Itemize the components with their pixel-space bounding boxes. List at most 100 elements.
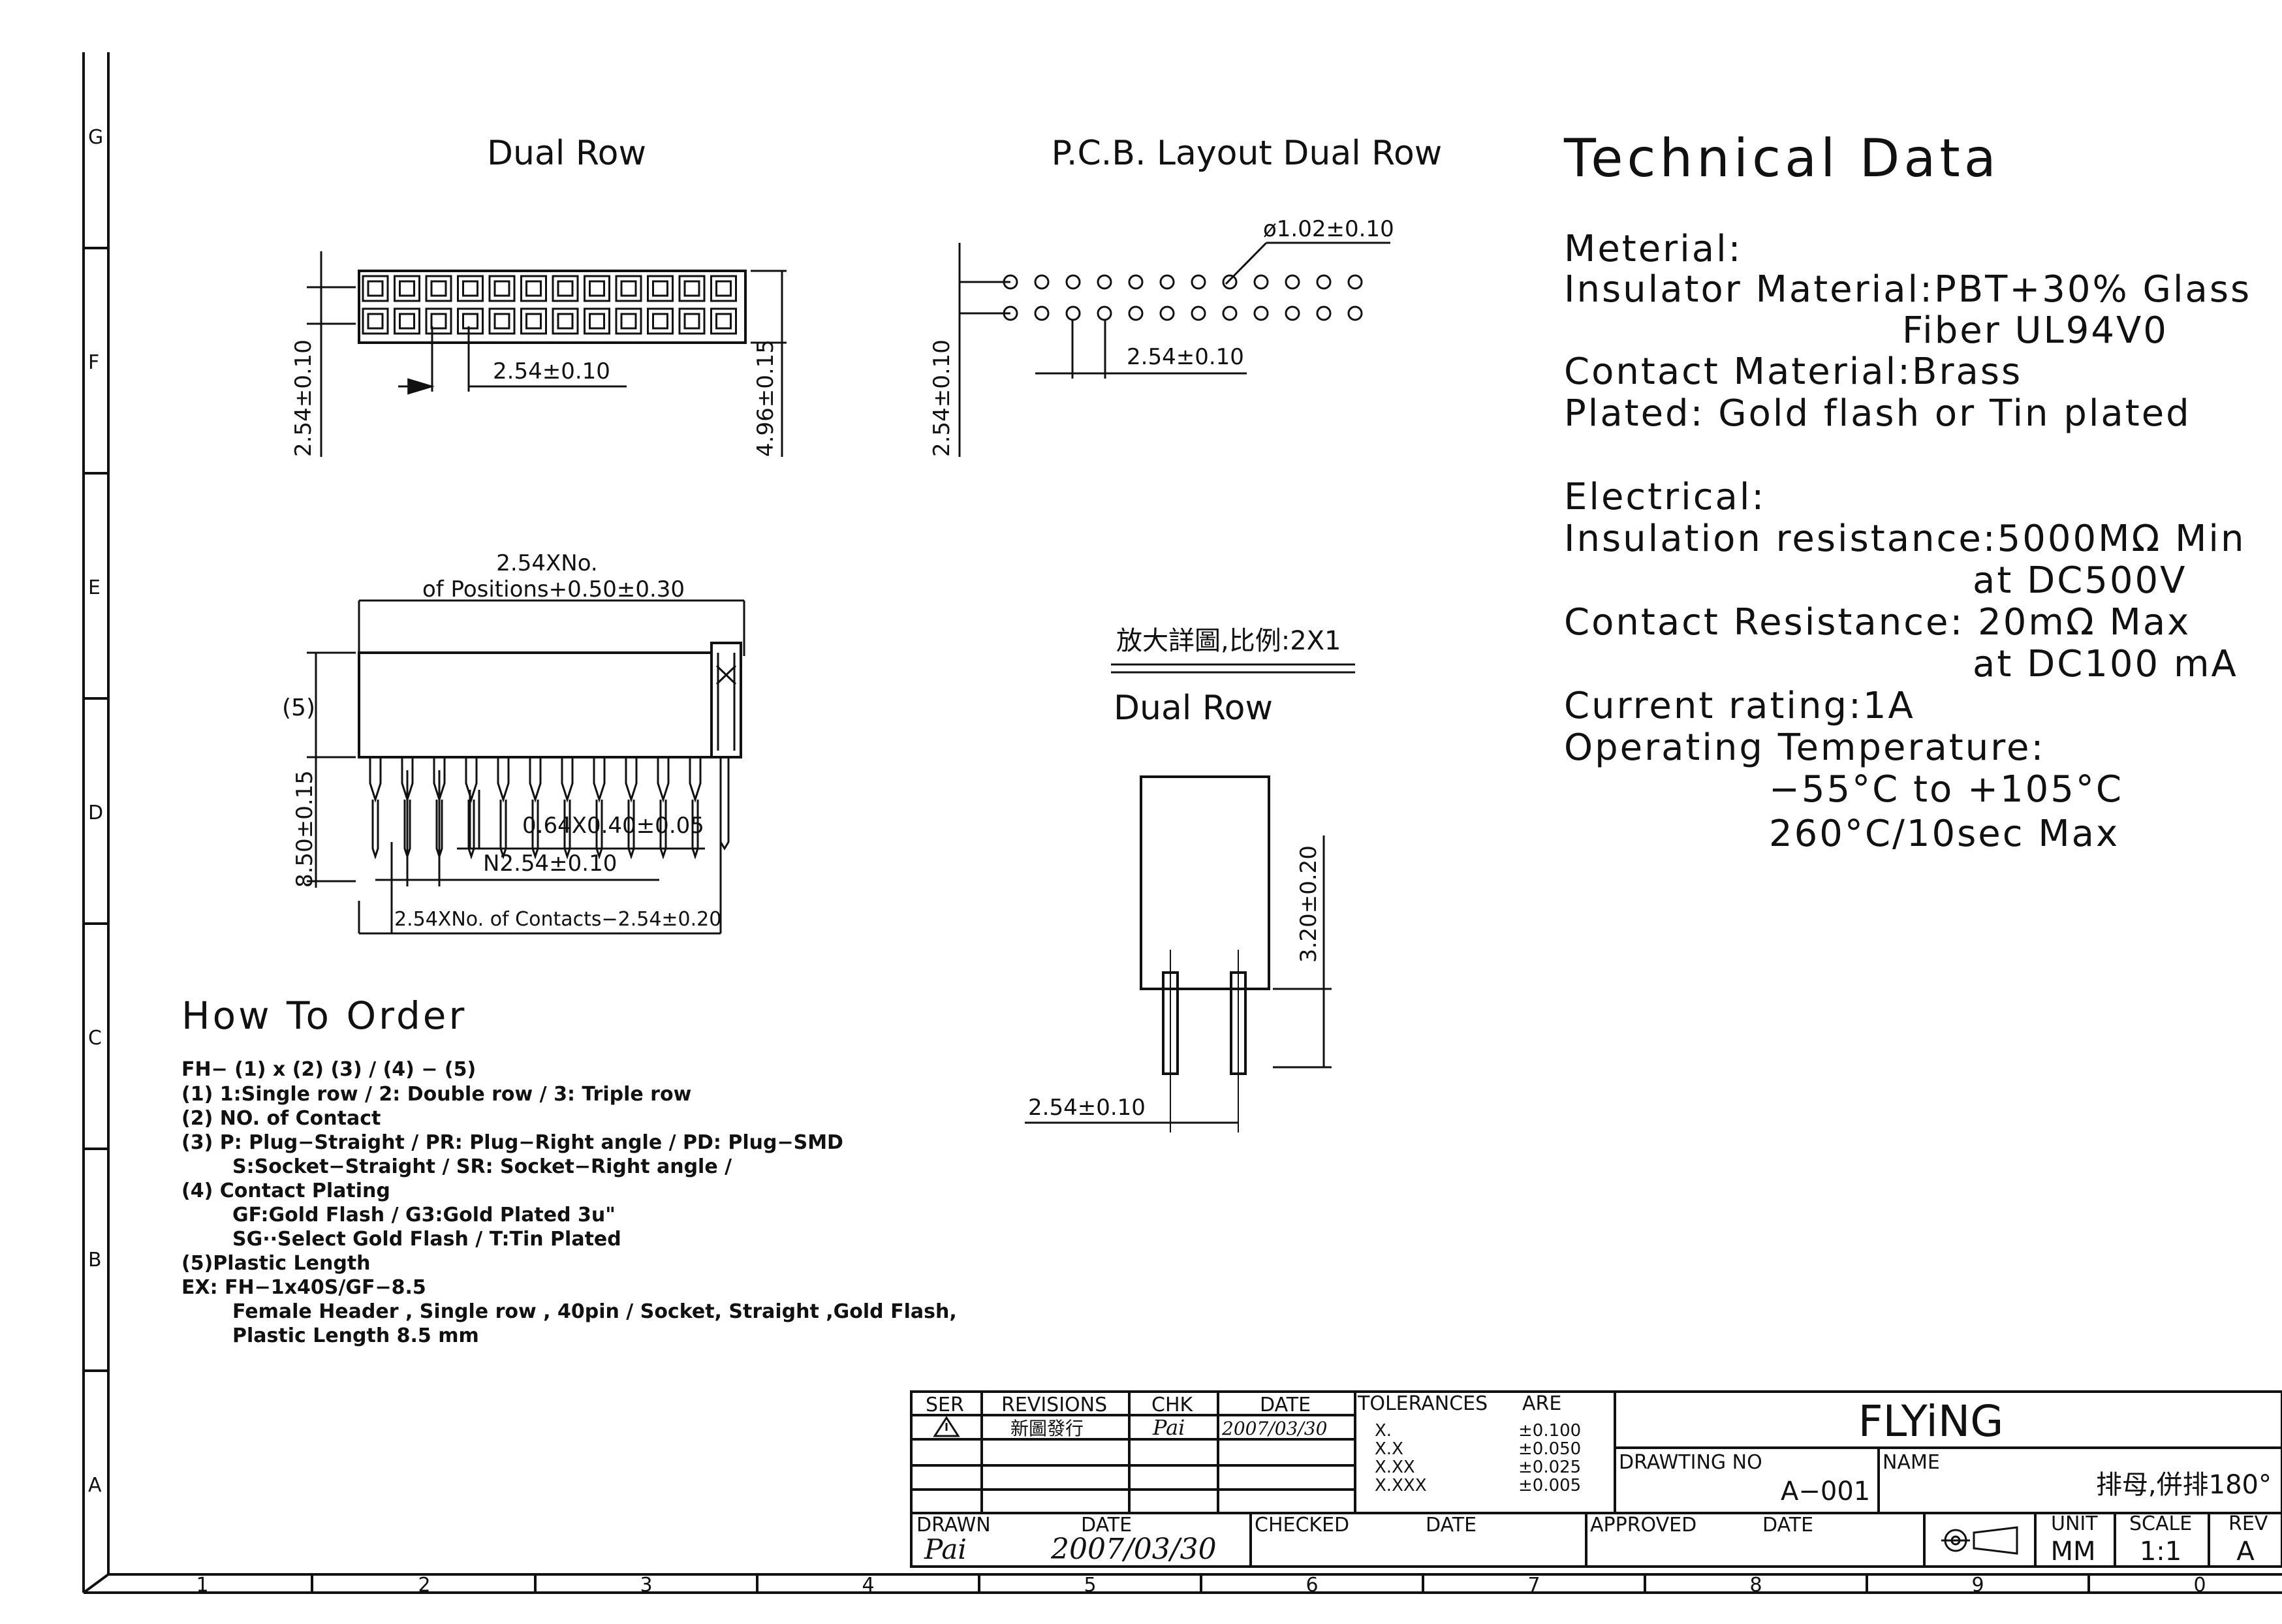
side-plastic-length: (5) [282,695,315,721]
tech-line-insulation: Insulation resistance:5000MΩ Min [1564,518,2245,560]
dual-row-title: Dual Row [487,134,646,173]
contact-cell-inner [367,280,384,297]
tech-line-fiber: Fiber UL94V0 [1902,309,2168,352]
contact-cell-inner [493,280,510,297]
contact-cell [552,275,579,302]
how-to-order: How To Order FH− (1) x (2) (3) / (4) − (… [181,993,957,1347]
dual-row-pitch-dim: 2.54±0.10 [493,358,610,384]
detail-view: 放大詳圖,比例:2X1 Dual Row 3.20±0.20 2.54±0.10 [1025,626,1355,1132]
dual-row-height-dim: 2.54±0.10 [290,339,317,457]
tb-tol-val-1: ±0.100 [1518,1421,1581,1441]
pin-tail [467,800,475,860]
contact-cell-inner [557,313,574,330]
order-line-1: FH− (1) x (2) (3) / (4) − (5) [181,1058,476,1081]
end-pin [719,757,730,851]
zone-number-6: 6 [1305,1574,1318,1597]
side-pin-size: 0.64X0.40±0.05 [522,813,704,839]
side-contacts-length: 2.54XNo. of Contacts−2.54±0.20 [394,908,721,931]
order-line-4: (3) P: Plug−Straight / PR: Plug−Right an… [181,1131,843,1154]
pcb-hole [1253,305,1269,321]
tb-chk-name: Pai [1152,1415,1185,1440]
order-line-6: (4) Contact Plating [181,1179,390,1202]
contact-cell [615,307,642,335]
zone-number-5: 5 [1084,1574,1096,1597]
tb-approved-date-label: DATE [1762,1514,1813,1537]
pcb-hole [1097,274,1112,290]
pin-head [401,757,414,803]
order-line-11: Female Header , Single row , 40pin / Soc… [232,1300,957,1323]
side-pins [369,757,730,860]
contact-cell-inner [715,280,732,297]
contact-cell [520,275,547,302]
detail-height-dim: 3.20±0.20 [1296,845,1322,963]
contact-cell [457,307,484,335]
tb-tol-xxxx: X.XXX [1375,1476,1427,1495]
contact-cell-inner [525,313,542,330]
tb-revision-text: 新圖發行 [1010,1418,1084,1439]
pcb-holes [1003,274,1363,321]
contact-cell-inner [557,280,574,297]
zone-letter-f: F [88,351,99,374]
tb-name-value: 排母,併排180° [2096,1470,2272,1500]
pcb-hole [1222,274,1238,290]
tech-line-operating: Operating Temperature: [1564,726,2045,769]
pcb-hole [1159,305,1175,321]
contact-cell-inner [589,280,605,297]
pcb-hole [1191,274,1206,290]
contact-cell [678,275,706,302]
tech-line-contact-resistance: Contact Resistance: 20mΩ Max [1564,601,2191,644]
tech-line-insulator: Insulator Material:PBT+30% Glass [1564,268,2251,311]
tb-tolerances-label: TOLERANCES [1357,1392,1488,1415]
projection-symbol-icon [1941,1526,2018,1555]
side-pin-pitch: N2.54±0.10 [483,851,617,877]
pin-head [465,757,478,803]
pin-head [529,757,542,803]
tech-line-current: Current rating:1A [1564,685,1915,727]
contact-cell [362,275,389,302]
pcb-hole [1128,305,1144,321]
tb-checked-label: CHECKED [1255,1514,1349,1537]
tb-tol-val-3: ±0.025 [1518,1458,1581,1477]
tech-line-dc500: at DC500V [1973,559,2187,602]
contact-cell [457,275,484,302]
zone-letter-c: C [88,1027,102,1050]
pin-head [593,757,606,803]
contact-cell [394,307,420,335]
technical-heading: Technical Data [1563,128,2000,189]
tb-tol-val-2: ±0.050 [1518,1439,1581,1459]
pcb-hole [1128,274,1144,290]
contact-cell-inner [493,313,510,330]
tb-drawn-date-label: DATE [1081,1514,1132,1537]
contact-cell-inner [620,313,637,330]
zone-number-0: 0 [2193,1574,2206,1597]
tb-drawing-no-label: DRAWTING NO [1619,1451,1762,1474]
pcb-hole [1285,305,1300,321]
pcb-hole [1347,305,1363,321]
pcb-hole [1034,305,1050,321]
pin-head [433,757,446,803]
contact-cell-inner [683,280,700,297]
pcb-hole [1285,274,1300,290]
pcb-row-spacing-dim: 2.54±0.10 [929,339,955,457]
tb-unit-label: UNIT [2051,1512,2098,1535]
pcb-hole [1159,274,1175,290]
contact-cell-inner [462,313,478,330]
pcb-hole [1222,305,1238,321]
tb-tol-val-4: ±0.005 [1518,1476,1581,1495]
pcb-title: P.C.B. Layout Dual Row [1052,134,1443,173]
zone-number-4: 4 [862,1574,874,1597]
order-heading: How To Order [181,993,467,1038]
tb-drawing-no: A−001 [1781,1476,1870,1507]
dual-row-cells [362,275,737,335]
pcb-hole-dia-dim: ø1.02±0.10 [1263,216,1394,242]
pcb-hole [1191,305,1206,321]
tb-tol-x: X. [1375,1421,1392,1441]
contact-cell [647,275,674,302]
pin-head [369,757,382,803]
contact-cell-inner [399,313,415,330]
pin-tail [659,800,667,860]
pcb-hole [1065,274,1081,290]
contact-cell [488,307,516,335]
tb-revisions-label: REVISIONS [1001,1394,1107,1416]
pin-tail [371,800,379,860]
